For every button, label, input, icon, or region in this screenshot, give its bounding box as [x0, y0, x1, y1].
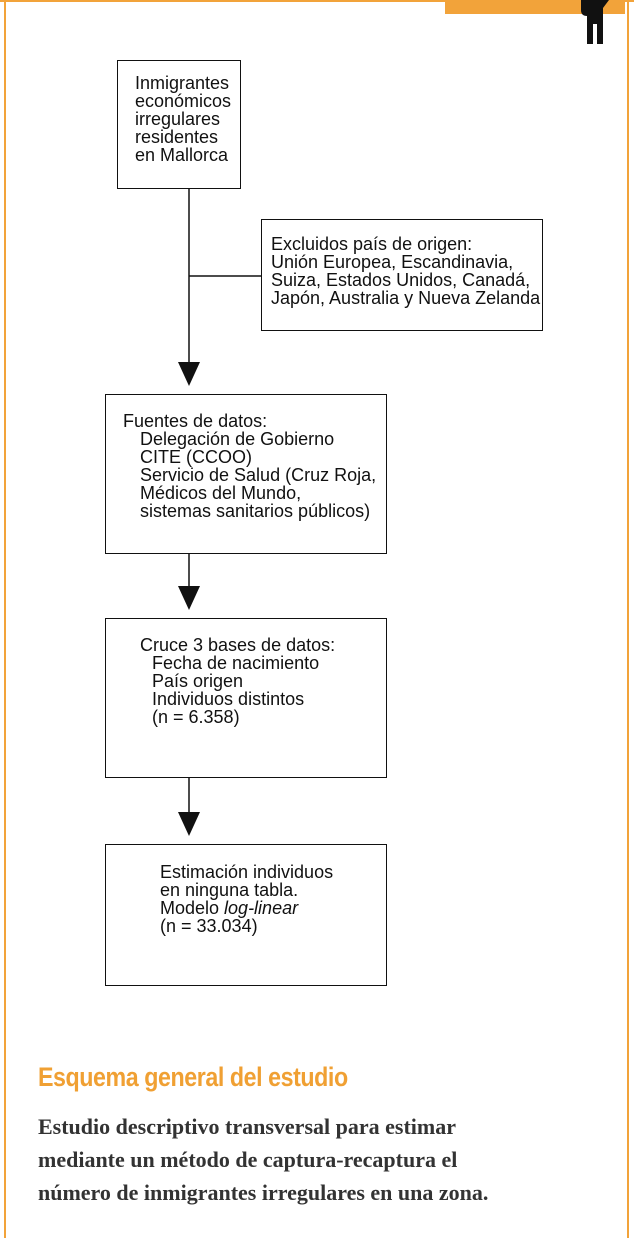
box-estimation-model-line: Modelo log-linear — [160, 899, 333, 917]
box-exclusions-text: Excluidos país de origen: Unión Europea,… — [271, 235, 540, 307]
box-estimation: Estimación individuos en ninguna tabla. … — [105, 844, 387, 986]
box-exclusions-line: Unión Europea, Escandinavia, — [271, 252, 514, 272]
box-database-crossing-line: País origen — [152, 671, 244, 691]
box-database-crossing-line: (n = 6.358) — [152, 707, 240, 727]
box-data-sources-line: sistemas sanitarios públicos) — [140, 501, 371, 521]
frame-right-border — [627, 0, 629, 1238]
box-data-sources-text: Fuentes de datos: Delegación de Gobierno… — [123, 412, 376, 520]
frame-left-border — [4, 0, 6, 1238]
corner-accent-tab — [445, 0, 625, 14]
box-data-sources-line: Médicos del Mundo, — [140, 483, 302, 503]
box-population-line: residentes — [135, 127, 219, 147]
box-database-crossing: Cruce 3 bases de datos: Fecha de nacimie… — [105, 618, 387, 778]
section-title: Esquema general del estudio — [38, 1062, 348, 1092]
box-estimation-line: (n = 33.034) — [160, 916, 258, 936]
box-estimation-line: en ninguna tabla. — [160, 880, 299, 900]
section-description: Estudio descriptivo transversal para est… — [38, 1110, 608, 1209]
box-population-line: en Mallorca — [135, 145, 229, 165]
box-population-line: económicos — [135, 91, 232, 111]
arrow-head-1 — [178, 362, 200, 386]
box-data-sources-line: CITE (CCOO) — [140, 447, 252, 467]
box-database-crossing-text: Cruce 3 bases de datos: Fecha de nacimie… — [140, 636, 335, 726]
box-data-sources-line: Servicio de Salud (Cruz Roja, — [140, 465, 377, 485]
box-population-line: irregulares — [135, 109, 221, 129]
box-database-crossing-heading: Cruce 3 bases de datos: — [140, 635, 336, 655]
model-prefix: Modelo — [160, 898, 225, 918]
description-line: número de inmigrantes irregulares en una… — [38, 1180, 489, 1205]
box-exclusions-line: Suiza, Estados Unidos, Canadá, — [271, 270, 531, 290]
description-line: Estudio descriptivo transversal para est… — [38, 1114, 456, 1139]
box-exclusions: Excluidos país de origen: Unión Europea,… — [261, 219, 543, 331]
box-estimation-line: Estimación individuos — [160, 862, 334, 882]
arrow-head-3 — [178, 812, 200, 836]
box-exclusions-line: Excluidos país de origen: — [271, 234, 473, 254]
box-population-text: Inmigrantes económicos irregulares resid… — [135, 74, 231, 164]
frame-top-border — [0, 0, 634, 14]
box-data-sources-heading: Fuentes de datos: — [123, 411, 268, 431]
box-population-line: Inmigrantes — [135, 73, 230, 93]
box-database-crossing-line: Fecha de nacimiento — [152, 653, 320, 673]
box-data-sources: Fuentes de datos: Delegación de Gobierno… — [105, 394, 387, 554]
arrow-head-2 — [178, 586, 200, 610]
box-estimation-text: Estimación individuos en ninguna tabla. … — [160, 863, 333, 935]
box-exclusions-line: Japón, Australia y Nueva Zelanda — [271, 288, 541, 308]
box-database-crossing-line: Individuos distintos — [152, 689, 305, 709]
box-population: Inmigrantes económicos irregulares resid… — [117, 60, 241, 189]
person-figure-icon — [581, 0, 609, 44]
description-line: mediante un método de captura-recaptura … — [38, 1147, 458, 1172]
box-data-sources-line: Delegación de Gobierno — [140, 429, 335, 449]
model-name: log-linear — [224, 898, 299, 918]
